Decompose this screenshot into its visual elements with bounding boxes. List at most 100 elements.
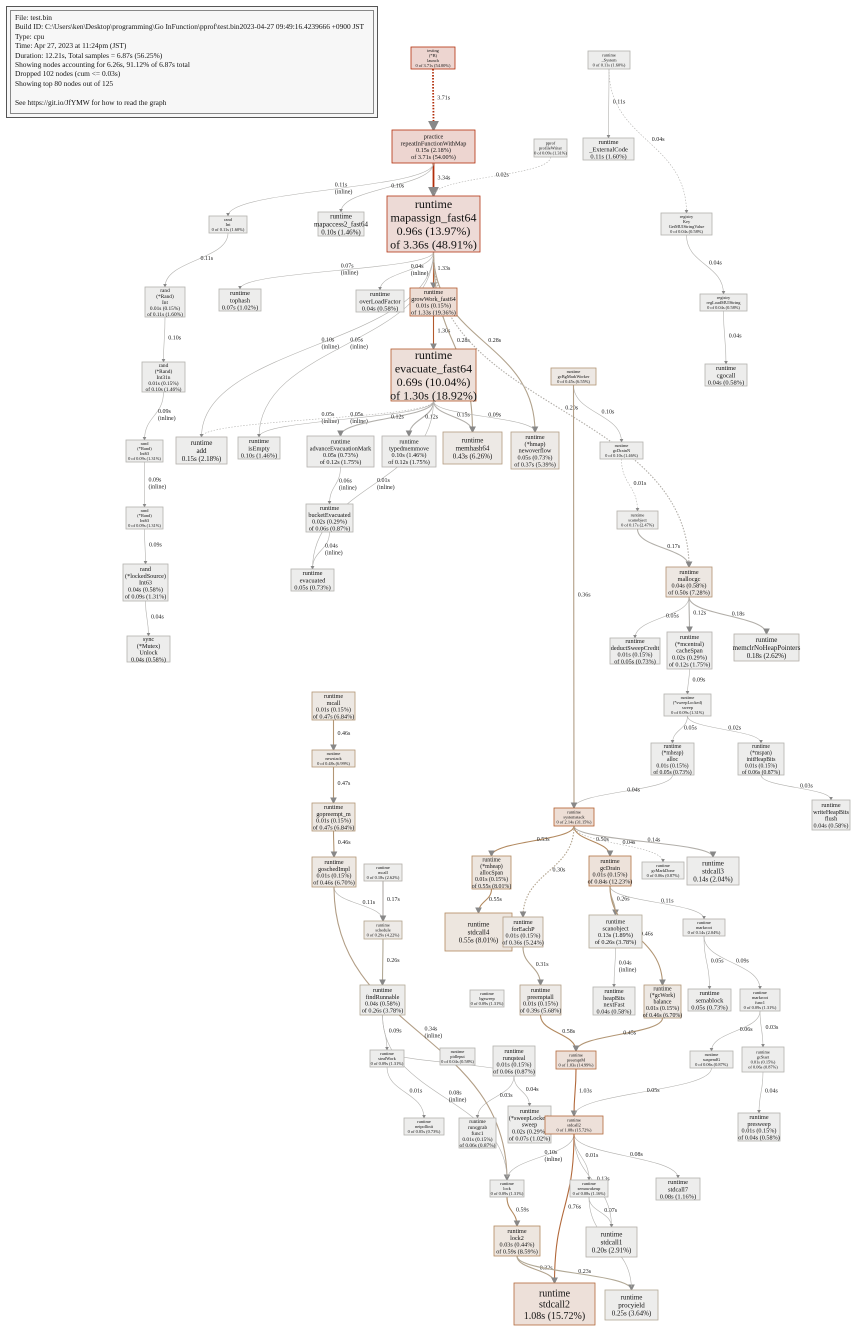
edge-label: 1.33s [438,266,452,272]
node-box [650,742,695,776]
edge-evacuate-add: 0.05s(inline) [199,400,434,438]
node-box [737,742,785,776]
node-label-line: of 0.47s (6.84%) [313,714,355,721]
edge-line [428,68,439,132]
node-label-line: runtime [415,197,452,211]
edge-stealwork-netpollblock: 0.01s [386,1066,426,1119]
node-label-line: rand [160,288,170,294]
edge-gopreempt-goschedimpl: 0.46s [330,830,351,859]
node-label-line: tophash [230,297,251,304]
edge-label: 0.01s [377,478,391,484]
node-label-line: Int63 [140,451,150,456]
edge-label: 0.13s [597,1177,611,1183]
node-box [144,286,186,318]
edge-scanobject_s-mallocgc: 0.17s [636,528,693,569]
node-label-line: 0.01s (0.15%) [317,873,352,880]
edge-label: 0.06s [339,478,353,484]
node-box [741,1046,785,1073]
edge-newstack-gopreempt: 0.47s [330,766,351,805]
node-box [699,293,748,312]
node-label-line: runtime [680,634,699,641]
node-label-line: runtime [621,1294,643,1302]
node-label-line: 0 of 0.09s (1.31%) [128,456,161,461]
edge-systemstack-allocspan: 0.53s [488,825,575,858]
edge-testing-practice: 3.71s [428,68,451,132]
node-label-line: runtime [752,744,770,750]
edge-line [606,68,611,139]
node-label-line: memhash64 [456,445,490,453]
edge-initheapbits-writeheapbits: 0.03s [760,774,833,801]
node-label-line: (*Rand) [137,513,152,518]
node-label-line: 0.02s (0.29%) [312,519,347,526]
node-label-line: 0.01s (0.15%) [593,872,628,879]
node-label-line: netpollinit [415,1124,434,1129]
node-label-line: (*mcentral) [675,641,704,648]
node-box [305,503,354,533]
edge-line [145,600,151,637]
node-label-line: deductSweepCredit [611,645,660,652]
node-label-line: bgsweep [479,996,495,1001]
node-label-line: 0.20s (2.91%) [592,1246,632,1254]
legend-line: Build ID: C:\Users\ken\Desktop\programmi… [15,22,365,32]
node-label-line: 0 of 2.14s (31.15%) [557,820,593,825]
node-label-line: 0.18s (2.62%) [747,652,787,660]
node-box [666,631,713,670]
legend-line: Type: cpu [15,31,45,41]
node-label-line: 0.96s (13.97%) [397,224,471,238]
edge-label: 0.03s [500,1093,514,1099]
node-label-line: runtime [567,810,581,815]
node-box [811,799,851,831]
node-box [687,988,732,1012]
edge-preemptall-preemptm: 0.58s [539,1014,580,1053]
edge-line [386,1066,426,1119]
edge-mallocgc-deductsweep: 0.05s [633,596,690,639]
node-box [409,287,458,317]
node-label-line: (*mheap) [480,863,503,870]
node-label-line: gcBgMarkWorker [558,374,590,379]
edge-label: 0.36s [578,593,592,599]
node-box [569,1179,609,1198]
node-label-line: runtime [582,1181,596,1186]
edge-label: 0.20s [565,406,579,412]
node-label-line: 0.05s (0.73%) [518,455,553,462]
node-label-line: runtime [302,570,322,577]
edge-evacuate-isempty: 0.05s(inline) [257,400,434,438]
edge-label: 0.01s [410,1089,424,1095]
edge-growwork-evacuate: 1.30s [430,316,451,351]
node-label-line: 0.04s (0.58%) [365,1001,400,1008]
node-box [555,1050,597,1070]
node-box [519,984,562,1016]
node-label-line: presweep [747,1121,770,1128]
node-label-line: runtime [679,569,698,576]
edge-label: 0.26s [617,897,631,903]
edge-label: 0.17s [667,544,681,550]
node-box [444,912,513,952]
edge-line [327,466,341,505]
edge-line [475,1075,515,1119]
node-label-line: 0.05s (0.73%) [691,1005,727,1012]
edge-line [433,400,537,433]
node-label-line: 0 of 0.09s (1.31%) [744,1005,777,1010]
node-label-line: 0 of 0.48s (6.99%) [317,761,350,766]
edge-label: (inline) [322,418,340,425]
edge-label: 0.04s [623,840,637,846]
edge-mapassign-memhash64: 0.28s [432,251,476,434]
edge-line [378,251,434,291]
node-label-line: runtime [697,920,711,925]
edge-suspendg-stdcall2b: 0.05s [572,1067,712,1117]
node-label-line: 0 of 0.45s (6.55%) [557,379,590,384]
edge-rand-randint: 0.11s [163,232,229,288]
edge-regload-cgocall: 0.04s [723,310,742,365]
